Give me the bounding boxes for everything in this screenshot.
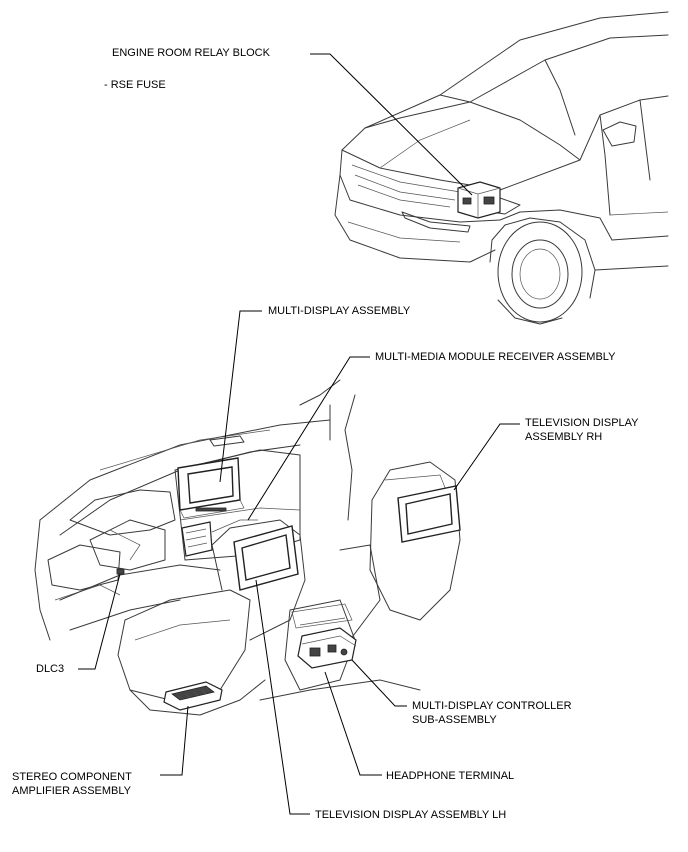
leader-lines bbox=[78, 53, 520, 815]
multi-display-assembly-part bbox=[177, 457, 245, 519]
multi-media-module-receiver-part bbox=[181, 519, 258, 557]
label-stereo-line1: STEREO COMPONENT bbox=[12, 771, 132, 783]
dlc3-connector bbox=[116, 568, 125, 575]
stereo-amplifier-part bbox=[163, 681, 223, 711]
label-mdc-line1: MULTI-DISPLAY CONTROLLER bbox=[412, 700, 572, 712]
television-display-rh-part bbox=[397, 485, 461, 543]
label-dlc3: DLC3 bbox=[36, 663, 65, 675]
multi-display-controller-part bbox=[297, 627, 357, 669]
label-headphone-terminal: HEADPHONE TERMINAL bbox=[386, 770, 515, 782]
label-multi-media-module-receiver: MULTI-MEDIA MODULE RECEIVER ASSEMBLY bbox=[375, 351, 616, 363]
label-tv-display-lh: TELEVISION DISPLAY ASSEMBLY LH bbox=[315, 809, 507, 821]
vehicle-exterior-drawing bbox=[334, 11, 669, 325]
label-rse-fuse: - RSE FUSE bbox=[104, 79, 166, 91]
label-stereo-line2: AMPLIFIER ASSEMBLY bbox=[12, 785, 132, 797]
vehicle-interior-drawing bbox=[34, 379, 461, 716]
label-tv-display-rh-line1: TELEVISION DISPLAY bbox=[525, 417, 639, 429]
label-multi-display-assembly: MULTI-DISPLAY ASSEMBLY bbox=[268, 305, 411, 317]
label-mdc-line2: SUB-ASSEMBLY bbox=[412, 714, 497, 726]
label-tv-display-rh-line2: ASSEMBLY RH bbox=[525, 431, 603, 443]
television-display-lh-part bbox=[233, 525, 299, 591]
label-engine-room-relay-block: ENGINE ROOM RELAY BLOCK bbox=[112, 47, 270, 59]
